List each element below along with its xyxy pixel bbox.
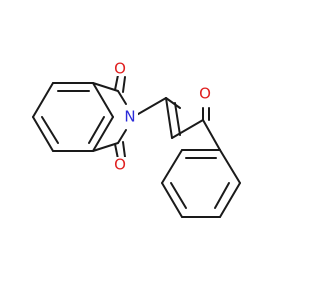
atom-label-nitrogen: N	[122, 108, 138, 126]
bond	[92, 82, 114, 118]
ketone-carbonyl	[202, 107, 221, 151]
imide-carbonyl-bottom	[114, 141, 126, 160]
double-bond	[114, 143, 119, 160]
label-background	[113, 157, 127, 173]
atom-label-oxygen-top: O	[113, 60, 127, 78]
double-bond	[122, 76, 126, 93]
bond	[161, 182, 183, 218]
vinyl-chain	[132, 97, 204, 139]
molecule-drawing: O O N O	[32, 60, 241, 218]
nitrogen-label: N	[124, 108, 135, 126]
oxygen-label: O	[114, 156, 126, 174]
phthalimide-benzene-ring	[32, 82, 114, 152]
bond	[165, 97, 181, 109]
bond	[92, 82, 119, 92]
double-bond-inner	[214, 182, 230, 209]
bond	[219, 149, 241, 184]
double-bond	[122, 141, 126, 158]
oxygen-label: O	[199, 85, 211, 103]
label-background	[113, 60, 127, 76]
atom-label-oxygen-ketone: O	[198, 85, 212, 103]
double-bond-inner	[174, 102, 181, 136]
bond	[117, 129, 127, 144]
bond	[92, 116, 114, 152]
double-bond	[165, 97, 173, 139]
label-background	[122, 109, 138, 125]
bond	[32, 116, 54, 152]
imide-ring	[92, 82, 127, 152]
bond	[132, 97, 167, 118]
bond	[202, 119, 221, 151]
bond	[117, 90, 127, 105]
bond	[219, 182, 241, 218]
double-bond-inner	[170, 182, 187, 209]
bond	[161, 149, 183, 184]
bond	[171, 119, 204, 139]
phenyl-ring	[161, 149, 241, 218]
atom-label-oxygen-bottom: O	[113, 156, 127, 174]
imide-carbonyl-top	[114, 74, 126, 93]
double-bond	[114, 74, 119, 91]
bond	[32, 82, 54, 118]
bond	[92, 142, 119, 152]
structure-canvas: O O N O	[32, 59, 241, 218]
double-bond-inner	[88, 116, 105, 144]
double-bond-inner	[41, 116, 59, 144]
oxygen-label: O	[114, 60, 126, 78]
label-background	[198, 86, 212, 102]
